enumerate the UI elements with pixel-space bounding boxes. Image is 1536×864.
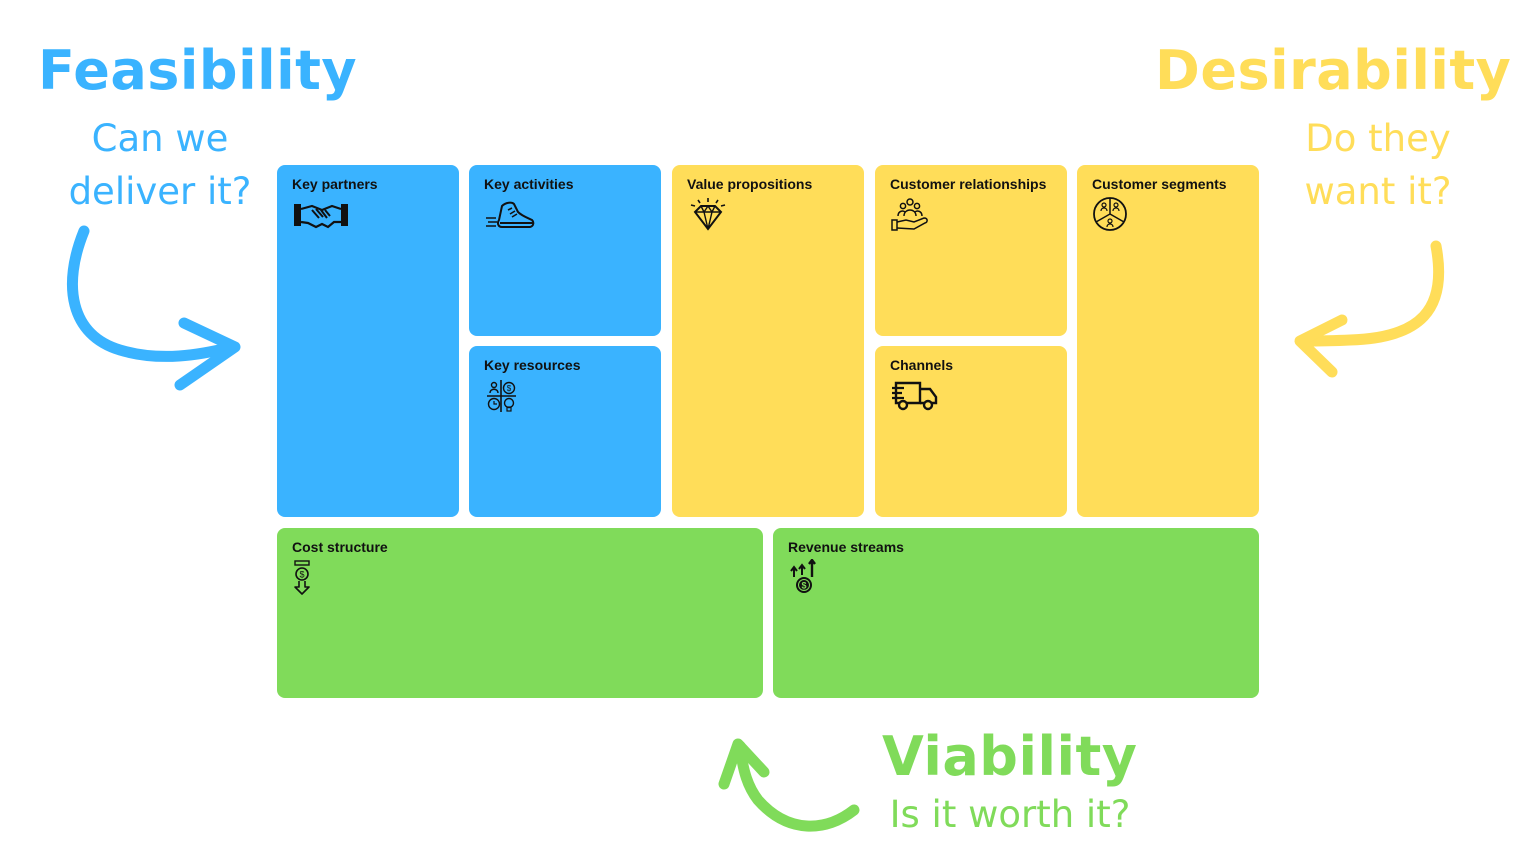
viability-arrow-icon xyxy=(718,738,860,832)
feasibility-subtitle: Can we deliver it? xyxy=(60,112,260,218)
key-activities-box[interactable]: Key activities xyxy=(469,165,661,336)
segmented-circle-people-icon xyxy=(1093,197,1127,231)
hand-with-people-icon xyxy=(891,198,928,231)
channels-label: Channels xyxy=(890,357,954,373)
desirability-heading: Desirability xyxy=(1155,39,1512,102)
running-shoe-icon xyxy=(486,201,535,228)
key-resources-label: Key resources xyxy=(484,357,581,373)
customer-segments-label: Customer segments xyxy=(1092,176,1227,192)
key-resources-box[interactable]: Key resources $ xyxy=(469,346,661,517)
key-activities-label: Key activities xyxy=(484,176,574,192)
viability-heading: Viability xyxy=(882,725,1138,788)
svg-text:$: $ xyxy=(507,384,512,393)
dollar-down-icon: $ xyxy=(294,560,310,595)
channels-box[interactable]: Channels xyxy=(875,346,1067,517)
value-propositions-label: Value propositions xyxy=(687,176,813,192)
feasibility-heading: Feasibility xyxy=(38,39,358,102)
revenue-streams-label: Revenue streams xyxy=(788,539,904,555)
desirability-subtitle-line1: Do they xyxy=(1305,117,1451,160)
customer-segments-box[interactable]: Customer segments xyxy=(1077,165,1259,517)
handshake-icon xyxy=(294,204,348,229)
desirability-arrow-icon xyxy=(1294,240,1445,378)
dollar-up-arrows-icon: $ xyxy=(790,559,816,593)
diamond-icon xyxy=(690,198,726,231)
cost-structure-box[interactable]: Cost structure $ xyxy=(277,528,763,698)
key-partners-label: Key partners xyxy=(292,176,378,192)
feasibility-subtitle-line1: Can we xyxy=(91,117,229,160)
viability-subtitle: Is it worth it? xyxy=(889,793,1131,836)
svg-text:$: $ xyxy=(801,581,806,591)
cost-structure-label: Cost structure xyxy=(292,539,388,555)
revenue-streams-box[interactable]: Revenue streams $ xyxy=(773,528,1259,698)
desirability-subtitle-line2: want it? xyxy=(1304,170,1452,213)
key-partners-box[interactable]: Key partners xyxy=(277,165,459,517)
feasibility-arrow-icon xyxy=(67,225,241,391)
svg-text:$: $ xyxy=(299,570,304,580)
customer-relationships-box[interactable]: Customer relationships xyxy=(875,165,1067,336)
value-propositions-box[interactable]: Value propositions xyxy=(672,165,864,517)
feasibility-subtitle-line2: deliver it? xyxy=(68,170,252,213)
desirability-subtitle: Do they want it? xyxy=(1278,112,1478,218)
resources-grid-icon: $ xyxy=(487,380,516,412)
customer-relationships-label: Customer relationships xyxy=(890,176,1047,192)
delivery-truck-icon xyxy=(892,381,938,411)
